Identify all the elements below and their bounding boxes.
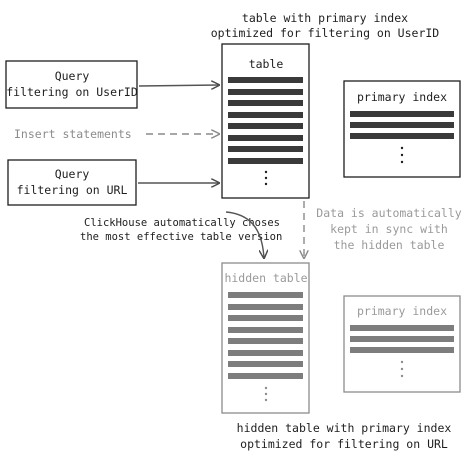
query-userid-line-2: filtering on UserID bbox=[6, 85, 138, 99]
hidden-primary-index-ellipsis bbox=[400, 360, 404, 378]
insert-statements-label: Insert statements bbox=[14, 127, 132, 141]
sync-label-line-2: kept in sync with bbox=[330, 222, 448, 236]
hidden-table-row bbox=[228, 292, 303, 298]
hidden-index-row bbox=[350, 336, 454, 342]
arrow-auto-to-hidden-table bbox=[225, 211, 264, 258]
query-url-line-1: Query bbox=[55, 167, 90, 181]
sync-label-line-3: the hidden table bbox=[334, 238, 445, 252]
hidden-table-row bbox=[228, 373, 303, 379]
table-row bbox=[228, 77, 303, 83]
table-row bbox=[228, 112, 303, 118]
primary-index-rows bbox=[350, 111, 454, 139]
hidden-index-row bbox=[350, 347, 454, 353]
query-url-line-2: filtering on URL bbox=[17, 183, 128, 197]
table-rows bbox=[228, 77, 303, 164]
table-row bbox=[228, 89, 303, 95]
hidden-table-row bbox=[228, 315, 303, 321]
hidden-table-row bbox=[228, 327, 303, 333]
hidden-primary-index-rows bbox=[350, 325, 454, 353]
hidden-table-rows bbox=[228, 292, 303, 379]
hidden-table-row bbox=[228, 338, 303, 344]
bottom-caption-line-1: hidden table with primary index bbox=[237, 421, 452, 435]
query-url-box bbox=[7, 159, 137, 206]
auto-choose-line-1: ClickHouse automatically choses bbox=[84, 217, 280, 229]
hidden-table-row bbox=[228, 361, 303, 367]
query-userid-line-1: Query bbox=[55, 69, 90, 83]
table-row bbox=[228, 146, 303, 152]
hidden-table-row bbox=[228, 350, 303, 356]
table-ellipsis bbox=[264, 170, 268, 186]
top-caption-line-1: table with primary index bbox=[242, 11, 408, 25]
table-title: table bbox=[249, 57, 284, 71]
arrow-query-userid-to-table bbox=[138, 85, 219, 86]
table-row bbox=[228, 123, 303, 129]
index-row bbox=[350, 133, 454, 139]
primary-index-box bbox=[343, 80, 461, 178]
bottom-caption-line-2: optimized for filtering on URL bbox=[240, 437, 448, 451]
index-row bbox=[350, 111, 454, 117]
table-box bbox=[221, 43, 310, 199]
primary-index-ellipsis bbox=[400, 146, 404, 164]
query-userid-box bbox=[5, 60, 138, 109]
index-row bbox=[350, 122, 454, 128]
hidden-primary-index-label: primary index bbox=[357, 304, 447, 318]
hidden-table-ellipsis bbox=[264, 386, 268, 402]
auto-choose-line-2: the most effective table version bbox=[80, 231, 282, 243]
hidden-table-title: hidden table bbox=[224, 271, 307, 285]
hidden-table-row bbox=[228, 304, 303, 310]
sync-label-line-1: Data is automatically bbox=[316, 206, 461, 220]
top-caption-line-2: optimized for filtering on UserID bbox=[211, 26, 440, 40]
hidden-table-box bbox=[221, 262, 310, 414]
table-row bbox=[228, 100, 303, 106]
hidden-index-row bbox=[350, 325, 454, 331]
table-row bbox=[228, 158, 303, 164]
table-row bbox=[228, 135, 303, 141]
primary-index-label: primary index bbox=[357, 90, 447, 104]
hidden-primary-index-box bbox=[343, 295, 461, 393]
